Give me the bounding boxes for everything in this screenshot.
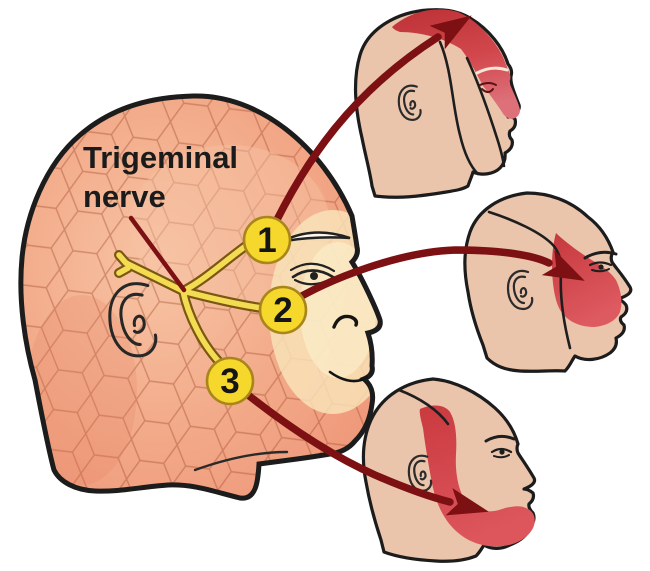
eye-upper: [479, 82, 497, 86]
label-pointer-line: [128, 215, 187, 293]
branch-arrows: [234, 15, 585, 516]
eyebrow: [475, 66, 509, 75]
marker-1: 1: [242, 215, 292, 265]
eye-upper: [490, 447, 513, 454]
arrow-2: [284, 246, 585, 308]
nostril: [332, 314, 359, 329]
eyebrow: [283, 231, 351, 243]
arrow-3: [234, 383, 489, 516]
label-line-2: nerve: [83, 179, 166, 214]
eyebrow: [583, 250, 618, 260]
marker-1-number: 1: [257, 221, 276, 260]
small-head-top: [353, 8, 521, 199]
marker-3-circle: [205, 356, 255, 406]
marker-2-circle: [258, 285, 308, 335]
small-head-top-lines: [397, 40, 509, 176]
small-head-middle: [463, 191, 633, 373]
eye-pupil: [310, 272, 318, 280]
marker-3-number: 3: [220, 362, 239, 401]
marker-2: 2: [258, 285, 308, 335]
marker-3: 3: [205, 356, 255, 406]
eye-pupil: [598, 264, 604, 270]
branch-markers: 1 2 3: [205, 215, 308, 406]
eyebrow: [484, 434, 516, 443]
hairline-arc: [397, 388, 450, 426]
arrow-1: [265, 15, 472, 240]
eye-lower: [591, 268, 610, 273]
trigeminal-nerve-branches: [114, 238, 267, 371]
cheek-arc: [465, 56, 506, 168]
large-head-features: [108, 231, 369, 472]
marker-1-circle: [242, 215, 292, 265]
nerve-label: Trigeminal nerve: [83, 140, 238, 214]
eye-pupil: [499, 449, 505, 455]
eye-lower: [493, 454, 510, 459]
hairline-arc: [438, 40, 480, 176]
nerve-fill: [116, 240, 265, 369]
jaw-line: [193, 450, 289, 472]
small-head-bottom-lines: [397, 388, 516, 492]
eye-lower: [481, 88, 494, 93]
label-line-1: Trigeminal: [83, 140, 238, 175]
marker-2-number: 2: [273, 291, 292, 330]
eye-upper-lid: [291, 269, 335, 279]
mouth-line: [328, 370, 369, 383]
eye-upper: [588, 261, 613, 267]
neck-shadow: [27, 295, 137, 485]
small-head-bottom: [361, 377, 537, 563]
cheek-highlight: [300, 242, 376, 378]
eyelid-crease: [289, 262, 336, 273]
